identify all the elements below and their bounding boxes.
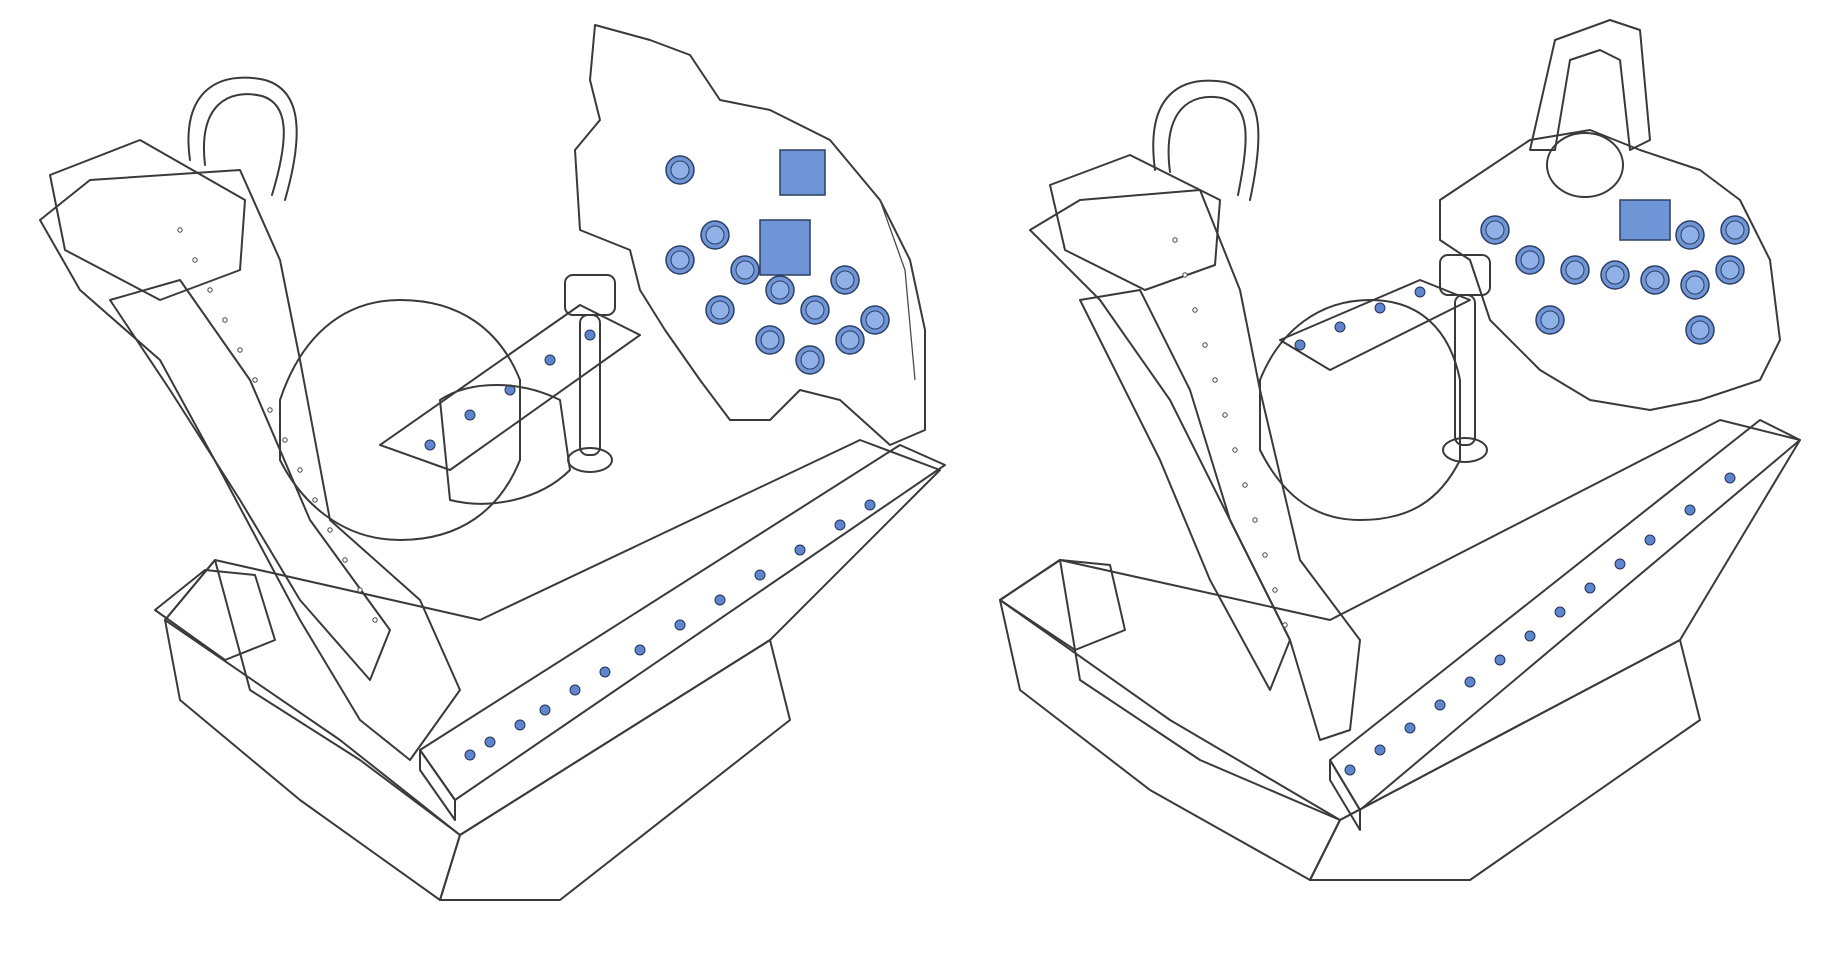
panel-gauges xyxy=(665,149,890,375)
control-stick-right xyxy=(1439,254,1491,463)
seat-pan xyxy=(439,384,571,505)
right-console-edge xyxy=(419,749,456,821)
left-console xyxy=(154,569,276,661)
seat-back xyxy=(1259,299,1461,521)
headbox xyxy=(1049,154,1221,291)
seat-frame-inner xyxy=(109,279,391,681)
seat-frame xyxy=(1029,189,1361,741)
firing-handle xyxy=(1152,79,1260,201)
tub-base-side xyxy=(439,639,791,901)
tub-base-side xyxy=(1309,639,1701,881)
hud-frame xyxy=(1529,19,1651,151)
tub-base xyxy=(164,439,941,836)
firing-handle xyxy=(187,76,298,201)
seat-back xyxy=(279,299,521,541)
console-knobs xyxy=(424,329,876,761)
seat-frame-inner xyxy=(1079,289,1291,691)
headbox xyxy=(49,139,246,301)
hud-housing xyxy=(1546,132,1624,198)
rear-console xyxy=(1279,279,1471,371)
control-stick-left xyxy=(564,274,616,473)
rear-console xyxy=(379,304,641,471)
right-console-edge xyxy=(1329,759,1361,831)
console-knobs xyxy=(1294,286,1736,776)
instrument-panel xyxy=(574,24,926,446)
seat-frame xyxy=(39,169,461,761)
instrument-panel xyxy=(1439,129,1781,411)
panel-gauges xyxy=(1480,199,1750,345)
cockpit-left xyxy=(39,24,946,901)
tub-base-front xyxy=(164,559,461,901)
left-console xyxy=(999,559,1126,651)
cockpit-right xyxy=(999,19,1801,881)
tub-base xyxy=(999,419,1801,821)
